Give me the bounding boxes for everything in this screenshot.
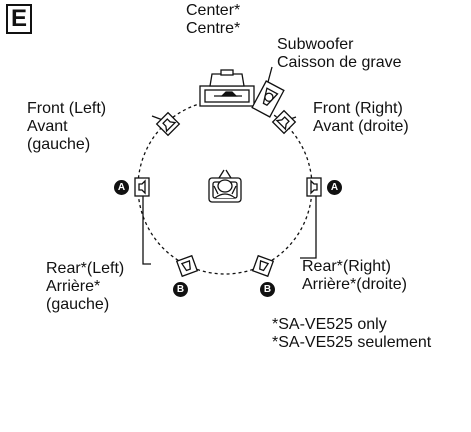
front-right-speaker-icon — [271, 109, 297, 135]
tv-listener-icon — [208, 169, 242, 203]
label-front-left-fr: Avant — [27, 118, 68, 135]
label-rear-left-fr: Arrière* — [46, 278, 101, 295]
marker-a-left: A — [114, 180, 129, 195]
label-rear-right: Rear*(Right) Arrière*(droite) — [302, 258, 407, 294]
side-left-speaker-icon — [134, 177, 150, 197]
label-front-right-en: Front (Right) — [313, 100, 403, 117]
rear-right-speaker-icon — [251, 254, 275, 278]
subwoofer-icon — [251, 80, 285, 118]
label-rear-left-fr2: (gauche) — [46, 296, 110, 313]
label-front-left-fr2: (gauche) — [27, 136, 91, 153]
label-front-right: Front (Right) Avant (droite) — [313, 100, 409, 136]
marker-b-left: B — [173, 282, 188, 297]
front-left-speaker-icon — [155, 111, 181, 137]
center-speaker-icon — [199, 69, 255, 107]
label-subwoofer: Subwoofer Caisson de grave — [277, 36, 402, 72]
label-front-left: Front (Left) Avant (gauche) — [27, 100, 106, 154]
footnotes: *SA-VE525 only *SA-VE525 seulement — [272, 316, 431, 352]
figure-label: E — [6, 4, 32, 34]
leader-rear-left — [142, 187, 151, 265]
label-rear-left: Rear*(Left) Arrière* (gauche) — [46, 260, 124, 314]
label-rear-right-fr: Arrière*(droite) — [302, 276, 407, 293]
side-right-speaker-icon — [306, 177, 322, 197]
label-front-right-fr: Avant (droite) — [313, 118, 409, 135]
label-rear-left-en: Rear*(Left) — [46, 260, 125, 277]
label-center-en: Center* — [186, 2, 241, 19]
leader-subwoofer — [267, 66, 273, 83]
marker-a-right: A — [327, 180, 342, 195]
label-front-left-en: Front (Left) — [27, 100, 107, 117]
label-subwoofer-fr: Caisson de grave — [277, 54, 402, 71]
label-center-fr: Centre* — [186, 20, 241, 37]
leader-rear-right — [300, 187, 317, 259]
label-rear-right-en: Rear*(Right) — [302, 258, 391, 275]
footnote-en: *SA-VE525 only — [272, 316, 387, 333]
label-subwoofer-en: Subwoofer — [277, 36, 354, 53]
footnote-fr: *SA-VE525 seulement — [272, 334, 432, 351]
marker-b-right: B — [260, 282, 275, 297]
rear-left-speaker-icon — [175, 254, 199, 278]
label-center: Center* Centre* — [186, 2, 240, 38]
